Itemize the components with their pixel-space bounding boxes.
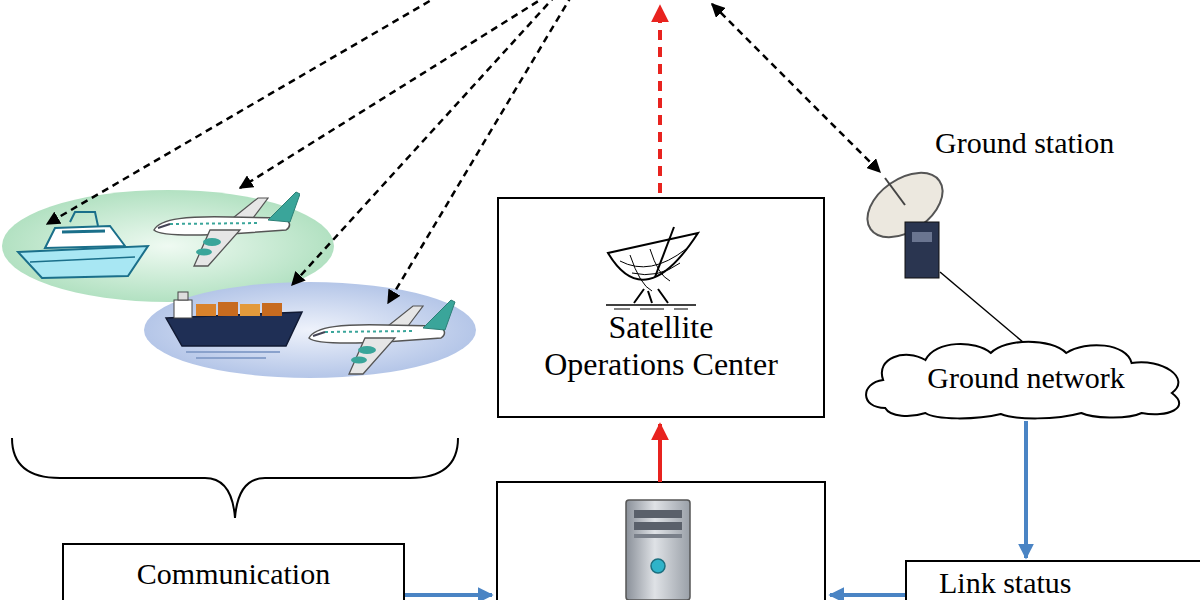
flow-arrow	[1024, 421, 1028, 558]
dish-icon	[606, 227, 698, 309]
yacht-icon	[18, 212, 148, 278]
node-text: Link status	[939, 566, 1072, 600]
satellite-link	[47, 0, 880, 303]
operations-center-box: Satellite Operations Center	[497, 197, 825, 418]
plane-icon	[309, 300, 455, 374]
network-cloud: Ground network	[855, 338, 1197, 418]
group-brace	[12, 438, 458, 518]
station-label: Ground station	[935, 126, 1114, 161]
request-box: Communication	[62, 543, 405, 600]
node-text: Ground network	[927, 361, 1124, 396]
cargo-ship-icon	[166, 292, 302, 358]
node-text: Satellite Operations Center	[540, 309, 783, 383]
input-arrow	[405, 593, 492, 597]
server-box	[497, 482, 825, 600]
control-link	[658, 6, 662, 193]
node-text: Communication	[64, 557, 403, 592]
ground-dish-icon	[856, 160, 1030, 348]
report-arrow	[658, 424, 662, 482]
plane-icon	[154, 192, 300, 266]
input-arrow	[830, 593, 905, 597]
server-icon	[626, 500, 690, 600]
status-box: Link status	[905, 560, 1200, 600]
region-ellipse	[144, 282, 476, 378]
